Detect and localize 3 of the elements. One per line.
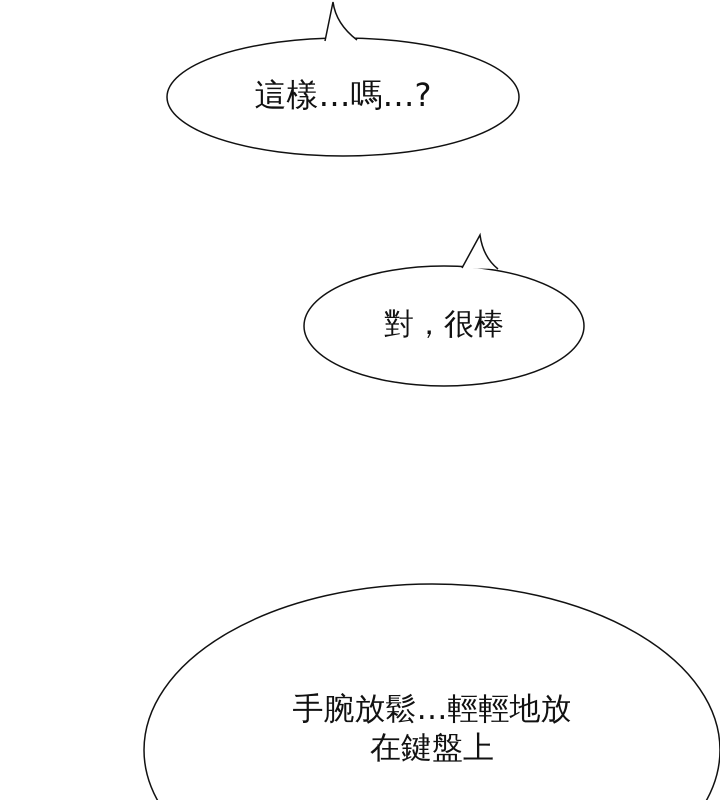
dialogue-text: 手腕放鬆…輕輕地放在鍵盤上 xyxy=(292,690,572,768)
dialogue-text: 這樣…嗎…? xyxy=(254,75,432,115)
dialogue-text: 對，很棒 xyxy=(383,306,505,344)
